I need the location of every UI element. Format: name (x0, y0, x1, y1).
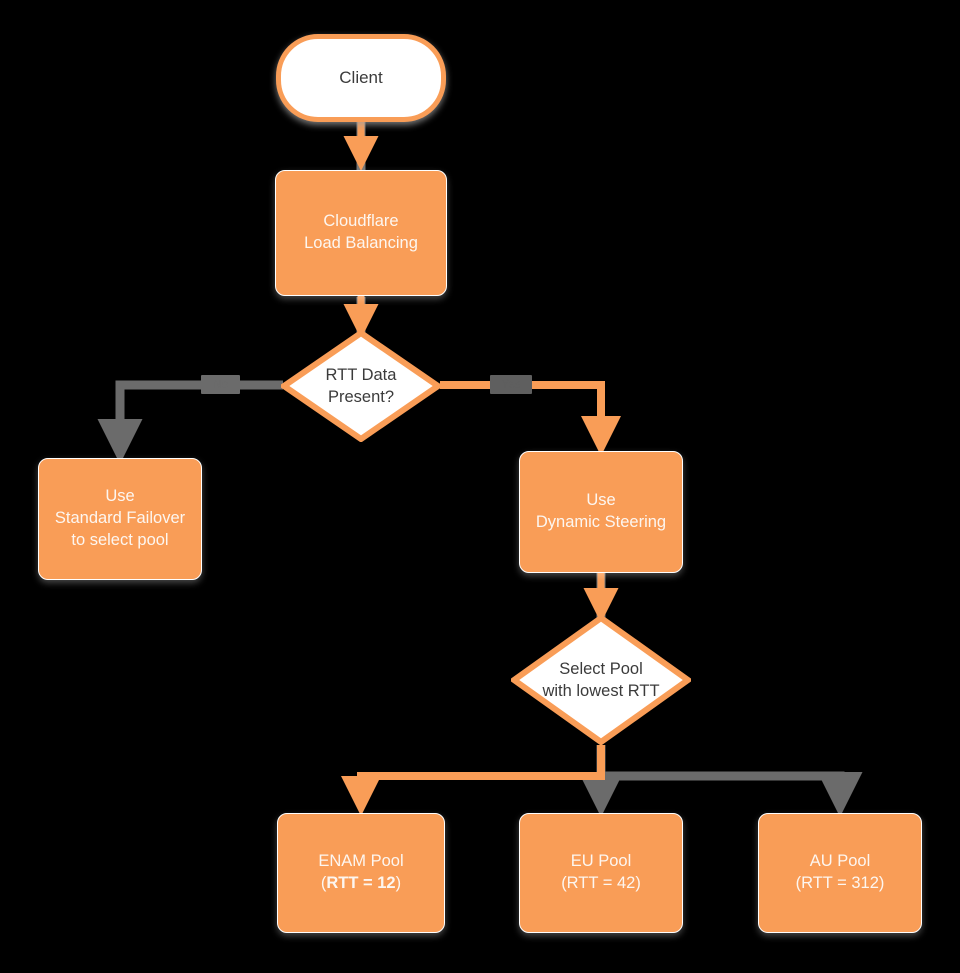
diamond-shape-select-pool (511, 615, 691, 745)
edge-label-no: No (201, 375, 240, 394)
node-dynamic-line1: Use (586, 491, 616, 510)
edge-label-yes: Yes (490, 375, 532, 394)
node-rtt-data-present[interactable]: RTT Data Present? (281, 330, 441, 442)
node-failover-line2: Standard Failover (54, 509, 186, 528)
node-eu-line2: (RTT = 42) (561, 874, 641, 892)
node-failover-line1: Use (105, 487, 135, 506)
node-clb-label-line1: Cloudflare (323, 212, 399, 231)
edge-select-pool-to-enam (341, 745, 605, 816)
node-client-label: Client (339, 67, 383, 87)
node-au-line2: (RTT = 312) (795, 874, 885, 892)
edge-select-pool-to-au (596, 745, 863, 817)
node-au-line1: AU Pool (809, 852, 871, 871)
node-au-pool[interactable]: AU Pool (RTT = 312) (758, 813, 922, 933)
node-enam-pool[interactable]: ENAM Pool (RTT = 12) (277, 813, 445, 933)
node-enam-rtt-value: RTT = 12 (326, 874, 396, 892)
node-dynamic-steering[interactable]: Use Dynamic Steering (519, 451, 683, 573)
node-select-pool-lowest-rtt[interactable]: Select Pool with lowest RTT (511, 615, 691, 745)
node-select-pool-label: Select Pool with lowest RTT (542, 658, 659, 703)
edge-rtt-yes-to-dynamic (440, 381, 621, 456)
node-clb-label-line2: Load Balancing (304, 234, 418, 252)
node-cloudflare-load-balancing[interactable]: Cloudflare Load Balancing (275, 170, 447, 296)
select-pool-line2: with lowest RTT (542, 682, 660, 700)
node-dynamic-line2: Dynamic Steering (535, 513, 667, 531)
rtt-decision-line1: RTT Data (325, 365, 397, 384)
node-failover-line3: to select pool (71, 530, 169, 549)
node-enam-line1: ENAM Pool (318, 852, 404, 871)
node-eu-line1: EU Pool (570, 852, 632, 871)
node-client[interactable]: Client (276, 34, 446, 122)
node-standard-failover[interactable]: Use Standard Failover to select pool (38, 458, 202, 580)
node-eu-pool[interactable]: EU Pool (RTT = 42) (519, 813, 683, 933)
node-rtt-data-present-label: RTT Data Present? (326, 364, 397, 409)
rtt-decision-line2: Present? (327, 388, 395, 406)
edge-rtt-no-to-failover (97, 380, 283, 464)
select-pool-line1: Select Pool (559, 659, 643, 678)
diamond-shape-rtt-data-present (281, 330, 441, 442)
node-enam-line2: (RTT = 12) (320, 874, 402, 892)
